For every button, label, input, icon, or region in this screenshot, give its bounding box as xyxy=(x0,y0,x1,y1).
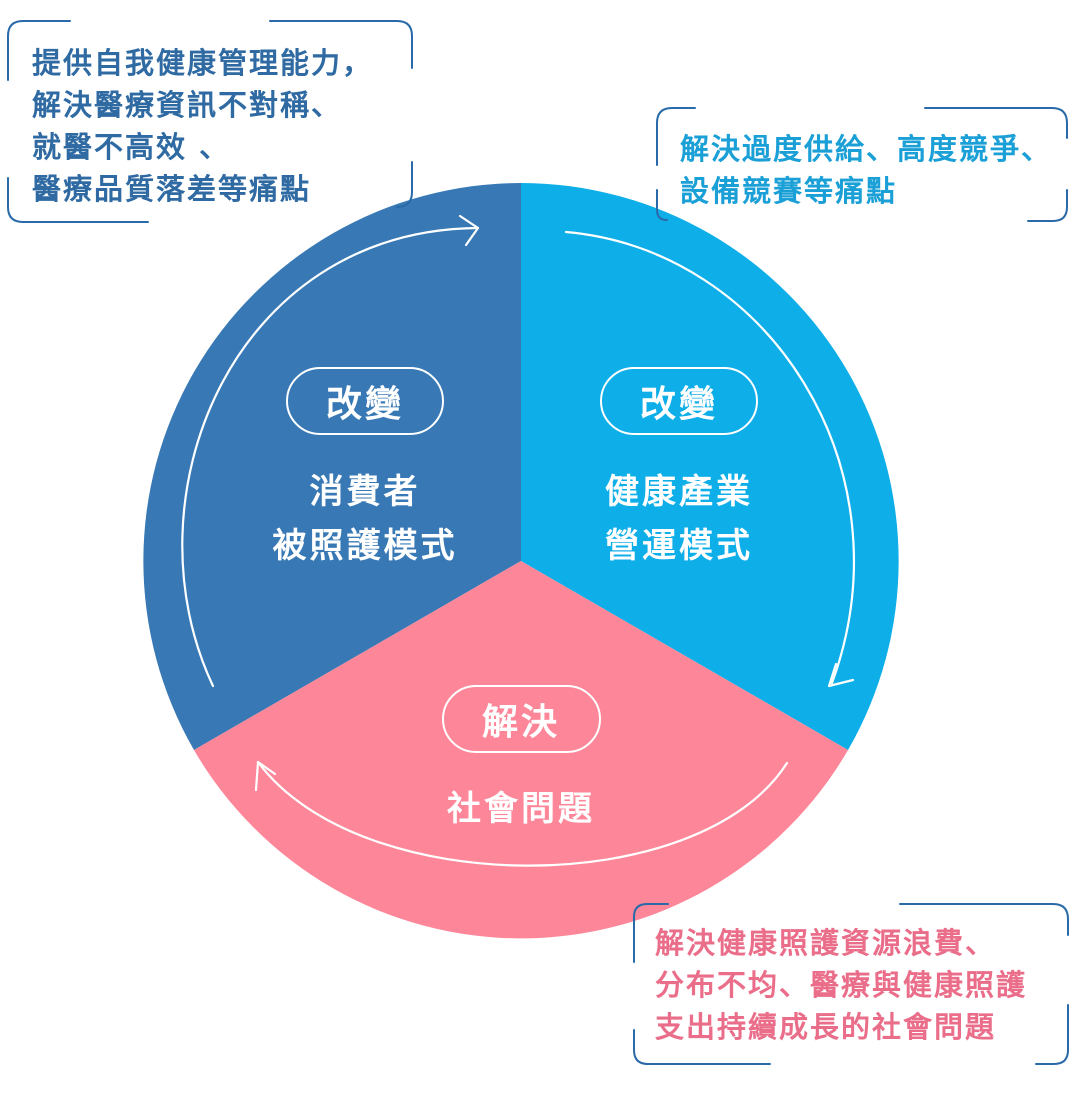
consumer-segment xyxy=(143,183,521,750)
society-callout-line: 解決健康照護資源浪費、 xyxy=(655,926,997,960)
society-callout-bracket-top-left xyxy=(633,903,669,963)
consumer-callout: 提供自我健康管理能力， 解決醫療資訊不對稱、 就醫不高效 、 醫療品質落差等痛點 xyxy=(32,42,373,210)
industry-pill-label: 改變 xyxy=(640,384,718,425)
society-pill-label: 解決 xyxy=(482,702,560,743)
consumer-label-line1: 消費者 xyxy=(310,472,421,512)
arrow-head-icon xyxy=(827,662,855,688)
society-callout: 解決健康照護資源浪費、 分布不均、醫療與健康照護 支出持續成長的社會問題 xyxy=(655,922,1027,1048)
industry-segment xyxy=(521,183,899,750)
society-segment xyxy=(194,561,848,939)
cycle-arrow-industry xyxy=(564,230,855,685)
consumer-label-line2: 被照護模式 xyxy=(273,526,458,566)
industry-label-line1: 健康產業 xyxy=(605,472,753,512)
industry-pill xyxy=(600,367,758,435)
industry-callout-bracket-top-left xyxy=(656,107,696,166)
consumer-callout-bracket-bottom-left xyxy=(7,177,149,223)
consumer-pill-label: 改變 xyxy=(326,384,404,425)
society-callout-bracket-top-right xyxy=(899,903,1069,936)
consumer-callout-bracket-top-right xyxy=(269,20,413,69)
society-callout-bracket-bottom-right xyxy=(1035,1004,1069,1065)
consumer-pill xyxy=(286,367,444,435)
arrow-head-icon xyxy=(254,760,277,792)
consumer-callout-line: 解決醫療資訊不對稱、 xyxy=(32,88,343,122)
cycle-arrow-consumer xyxy=(181,226,480,688)
consumer-callout-line: 就醫不高效 、 xyxy=(32,130,231,164)
industry-callout-line: 解決過度供給、高度競爭、 xyxy=(680,132,1053,166)
consumer-callout-bracket-top xyxy=(7,20,71,81)
society-callout-bracket-bottom-left xyxy=(633,1029,771,1065)
society-pill xyxy=(442,685,601,753)
society-label-line1: 社會問題 xyxy=(447,789,595,829)
industry-label-line2: 營運模式 xyxy=(605,526,753,566)
consumer-callout-line: 提供自我健康管理能力， xyxy=(32,46,374,80)
cycle-arrow-society xyxy=(256,760,789,867)
consumer-callout-bracket-bottom-right xyxy=(396,161,413,208)
society-callout-line: 分布不均、醫療與健康照護 xyxy=(655,968,1028,1002)
society-callout-line: 支出持續成長的社會問題 xyxy=(655,1010,997,1044)
industry-callout: 解決過度供給、高度競爭、 設備競賽等痛點 xyxy=(680,128,1052,212)
arrow-head-icon xyxy=(458,214,480,247)
consumer-callout-line: 醫療品質落差等痛點 xyxy=(32,172,312,206)
industry-callout-bracket-bottom-right xyxy=(1027,189,1068,222)
industry-callout-line: 設備競賽等痛點 xyxy=(680,174,898,208)
industry-callout-bracket-top-right xyxy=(924,107,1068,139)
industry-callout-bracket-bottom-left xyxy=(656,189,668,221)
